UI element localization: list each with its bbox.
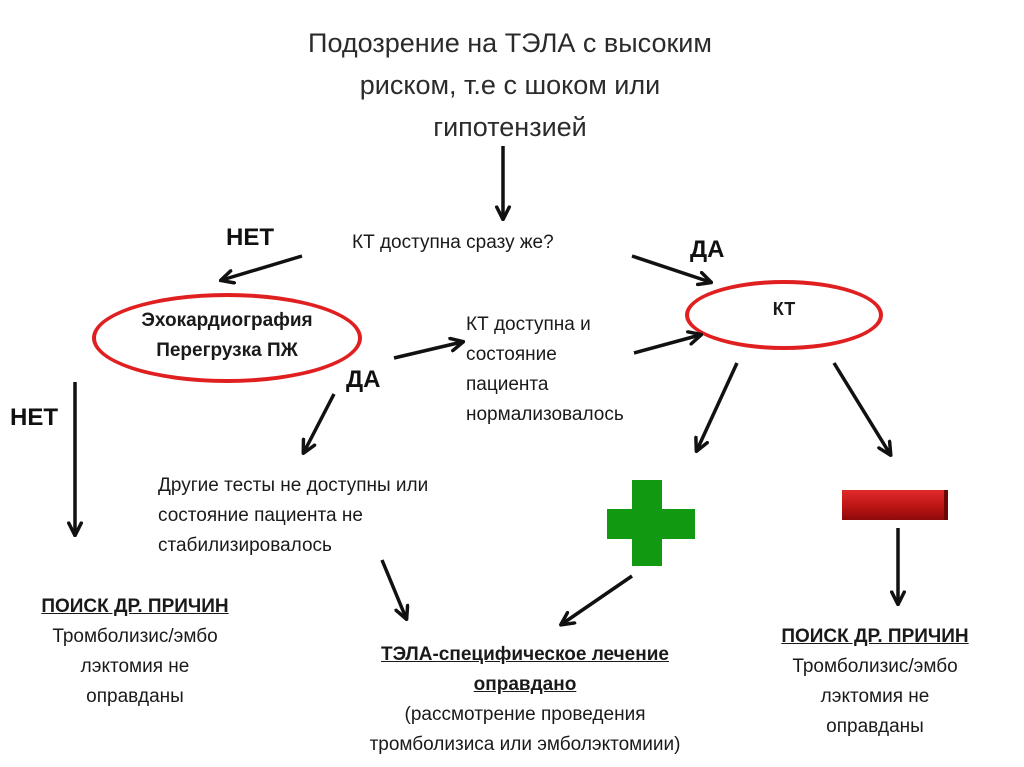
arrow-echo-to-ctavail [393,342,462,360]
title-line: гипотензией [433,112,587,142]
echo-label: Эхокардиография Перегрузка ПЖ [92,306,362,366]
ct-question: КТ доступна сразу же? [352,232,554,253]
title-line: риском, т.е с шоком или [359,70,661,100]
arrow-to-echo [222,254,303,280]
other-tests-text: Другие тесты не доступны или состояние п… [158,471,428,561]
arrow-plus-to-treatment [562,574,633,624]
arrow-othertests-to-treatment [380,559,406,618]
label-no-top: НЕТ [226,224,274,251]
result-heading: ПОИСК ДР. ПРИЧИН [41,596,229,617]
echo-ellipse [92,293,362,383]
right-result: ПОИСК ДР. ПРИЧИН Тромболизис/эмбо лэктом… [750,622,1000,742]
label-yes-top: ДА [690,236,725,263]
text-line: КТ доступна и [466,314,591,335]
text-line: состояние пациента не [158,505,363,526]
label-no-left: НЕТ [10,404,58,431]
text-line: состояние [466,344,557,365]
text-line: Тромболизис/эмбо [792,656,958,677]
arrow-ct-to-minus [832,362,890,454]
arrow-echo-to-othertests [304,393,336,452]
left-result: ПОИСК ДР. ПРИЧИН Тромболизис/эмбо лэктом… [10,592,260,712]
ct-ellipse [685,280,883,350]
minus-icon [842,490,948,520]
text-line: лэктомия не [820,686,930,707]
text-line: Тромболизис/эмбо [52,626,218,647]
text-line: стабилизировалось [158,535,332,556]
text-line: (рассмотрение проведения [404,704,646,725]
arrow-ctavail-to-ct [633,335,700,355]
center-result: ТЭЛА-специфическое лечение оправдано (ра… [300,640,750,760]
arrow-ct-to-plus [697,362,739,450]
echo-line: Эхокардиография [141,310,313,331]
text-line: лэктомия не [80,656,190,677]
title-line: Подозрение на ТЭЛА с высоким [308,28,712,58]
ct-available-text: КТ доступна и состояние пациента нормали… [466,310,624,430]
arrow-to-ct [631,254,710,282]
text-line: пациента [466,374,549,395]
text-line: тромболизиса или эмболэктомиии) [369,734,681,755]
echo-line: Перегрузка ПЖ [156,340,298,361]
label-yes-mid: ДА [346,366,381,393]
page-title: Подозрение на ТЭЛА с высоким риском, т.е… [250,22,770,148]
ct-label: КТ [772,299,796,319]
result-heading: оправдано [473,674,577,695]
result-heading: ТЭЛА-специфическое лечение [381,644,669,665]
text-line: Другие тесты не доступны или [158,475,429,496]
result-heading: ПОИСК ДР. ПРИЧИН [781,626,969,647]
text-line: оправданы [826,716,924,737]
text-line: нормализовалось [466,404,624,425]
text-line: оправданы [86,686,184,707]
